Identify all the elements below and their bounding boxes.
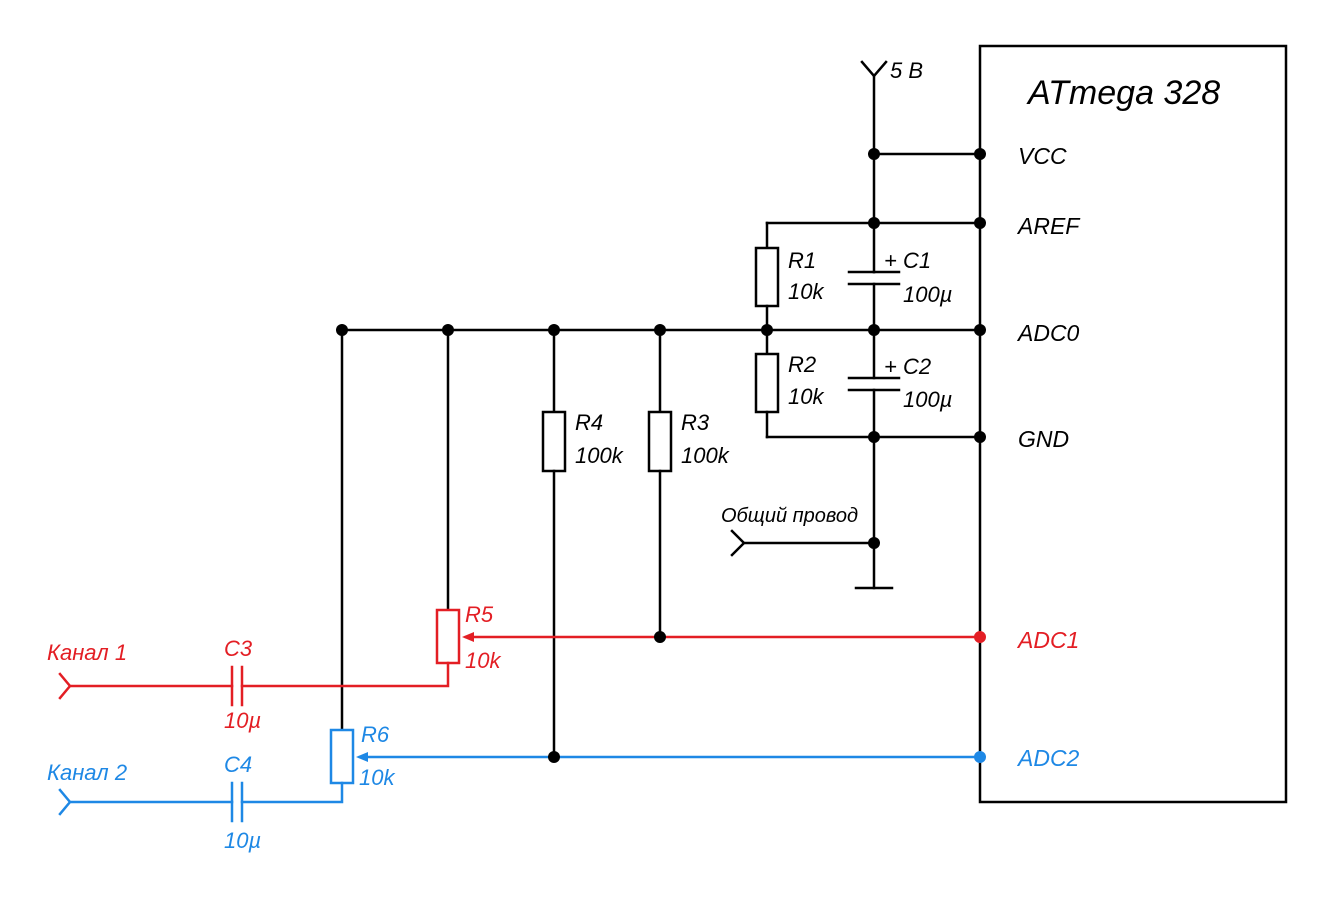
resistor-r4: R4 100k	[541, 328, 624, 759]
r1-value: 10k	[788, 279, 824, 304]
resistor-r1: R1 10k	[754, 221, 824, 332]
c2-value: 100µ	[903, 387, 952, 412]
r3-name: R3	[681, 410, 710, 435]
channel-1-path: R5 10k C3 10µ Канал 1	[47, 602, 982, 733]
c2-plus: +	[884, 354, 897, 379]
c1-plus: +	[884, 248, 897, 273]
pin-aref: AREF	[1016, 213, 1081, 239]
ground-label: Общий провод	[721, 505, 858, 527]
c3-value: 10µ	[224, 708, 261, 733]
junction-dots	[336, 148, 986, 763]
resistor-r3: R3 100k	[647, 328, 730, 639]
c3-name: C3	[224, 636, 253, 661]
capacitor-c2: + C2 100µ	[847, 354, 952, 590]
pin-vcc: VCC	[1018, 143, 1067, 169]
r4-name: R4	[575, 410, 603, 435]
r6-name: R6	[361, 722, 390, 747]
resistor-r2: R2 10k	[754, 328, 824, 439]
r2-name: R2	[788, 352, 816, 377]
r6-value: 10k	[359, 765, 395, 790]
c4-value: 10µ	[224, 828, 261, 853]
r2-value: 10k	[788, 384, 824, 409]
chip-title: ATmega 328	[1026, 74, 1220, 112]
c4-name: C4	[224, 752, 252, 777]
pin-adc0: ADC0	[1016, 320, 1080, 346]
pin-gnd: GND	[1018, 426, 1069, 452]
channel-1-label: Канал 1	[47, 640, 127, 665]
r4-value: 100k	[575, 443, 624, 468]
r5-value: 10k	[465, 648, 501, 673]
atmega-chip: ATmega 328 VCC AREF ADC0 GND ADC1 ADC2	[978, 44, 1288, 804]
ground-symbol: Общий провод	[721, 505, 894, 590]
supply-5v: 5 В	[860, 58, 923, 274]
channel-2-path: R6 10k C4 10µ Канал 2	[47, 722, 982, 853]
r3-value: 100k	[681, 443, 730, 468]
pin-adc2: ADC2	[1016, 745, 1080, 771]
c1-name: C1	[903, 248, 931, 273]
r5-name: R5	[465, 602, 494, 627]
r1-name: R1	[788, 248, 816, 273]
c1-value: 100µ	[903, 282, 952, 307]
pin-adc1: ADC1	[1016, 627, 1079, 653]
capacitor-c1: + C1 100µ	[847, 248, 952, 380]
supply-label: 5 В	[890, 58, 923, 83]
c2-name: C2	[903, 354, 931, 379]
channel-2-label: Канал 2	[47, 760, 127, 785]
